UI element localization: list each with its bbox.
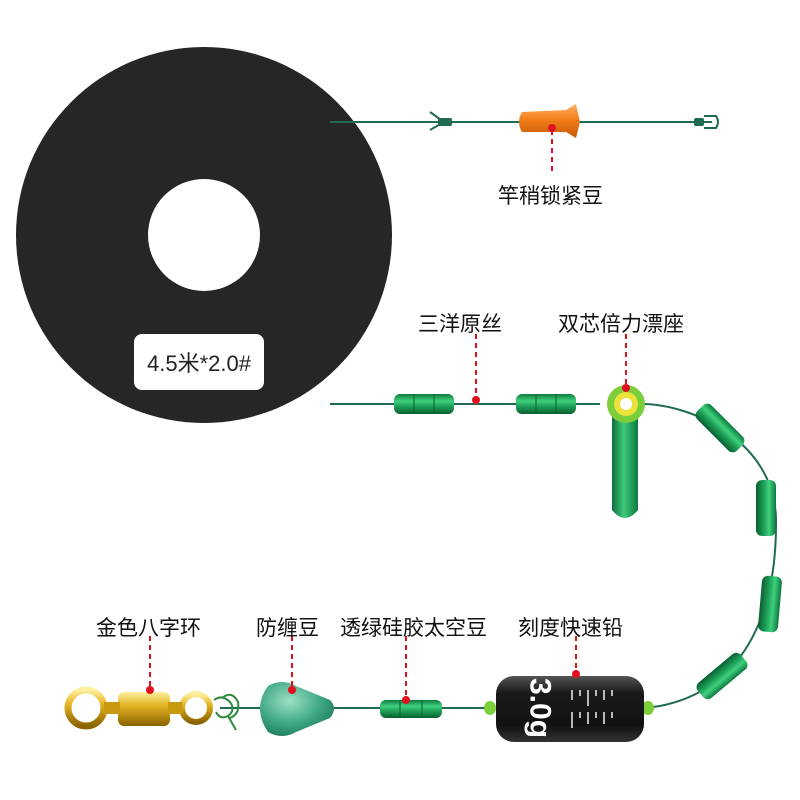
label-scale-sinker: 刻度快速铅	[518, 616, 623, 640]
label-gold-swivel: 金色八字环	[96, 616, 201, 640]
spool-hole	[148, 179, 260, 291]
curve-bead	[695, 403, 745, 453]
line-spool	[16, 47, 392, 423]
label-space-beans: 透绿硅胶太空豆	[340, 616, 487, 640]
main-line-bead-2	[516, 394, 576, 414]
scale-sinker: 3.0g	[484, 676, 654, 742]
clear-silicone-space-bean	[380, 700, 442, 718]
curve-bead	[758, 575, 782, 633]
label-anti-tangle-bead: 防缠豆	[256, 616, 319, 640]
gold-swivel	[64, 686, 213, 730]
line-knot	[213, 693, 240, 731]
callout-dots	[146, 124, 630, 704]
sinker-weight-text: 3.0g	[524, 678, 557, 738]
label-rod-tip-lock-bead: 竿稍锁紧豆	[498, 184, 603, 208]
label-main-line: 三洋原丝	[418, 312, 502, 336]
rod-tip-lock-bead	[519, 104, 580, 138]
float-seat	[607, 385, 645, 518]
anti-tangle-bead	[260, 682, 334, 736]
main-line-bead-1	[394, 394, 454, 414]
rod-tip-connector	[429, 111, 719, 131]
curve-bead	[756, 480, 776, 536]
curve-bead	[696, 652, 748, 700]
callout-leaders	[149, 130, 627, 698]
spool-spec-label: 4.5米*2.0#	[134, 334, 264, 390]
label-float-seat: 双芯倍力漂座	[558, 312, 684, 336]
curve-beads	[695, 403, 782, 700]
